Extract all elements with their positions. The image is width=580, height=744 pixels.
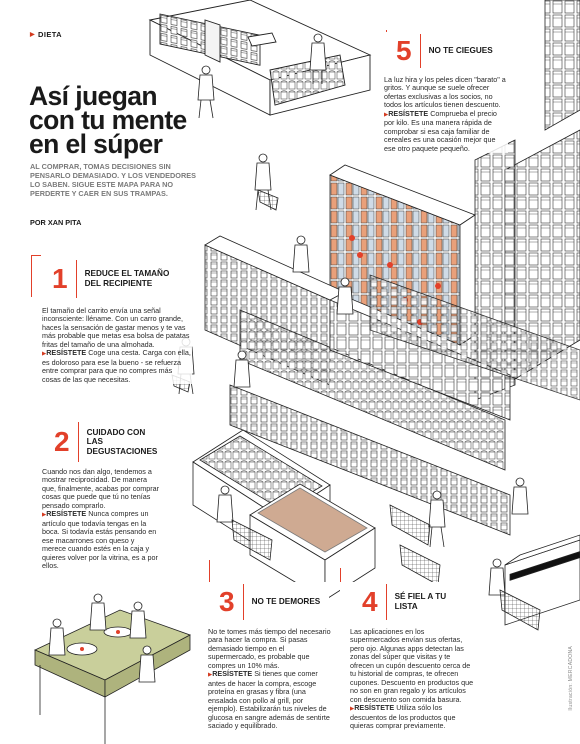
tip-4-resist-label: RESÍSTETE [354,703,395,713]
tip-1-resist-label: RESÍSTETE [46,348,87,358]
tip-2-body: Cuando nos dan algo, tendemos a mostrar … [42,467,160,510]
tip-3-resist: Si tienes que comer antes de hacer la co… [208,669,330,730]
tip-2-resist-label: RESÍSTETE [46,509,87,519]
tip-2-number: 2 [54,426,70,457]
tip-1-resist: Coge una cesta. Carga con ella, es dolor… [42,348,191,384]
aisle-shelves [204,235,580,536]
tip-1-number: 1 [52,263,68,294]
arrow-icon: ▶ [350,706,355,713]
tip-3-number: 3 [219,586,235,617]
arrow-icon: ▶ [42,351,47,358]
byline: POR XAN PITA [30,218,82,227]
tip-3-text: No te tomes más tiempo del necesario par… [208,627,333,731]
tip-1-title: REDUCE EL TAMAÑO DEL RECIPIENTE [84,269,170,288]
arrow-icon: ▶ [42,512,47,519]
deck: AL COMPRAR, TOMAS DECISIONES SIN PENSARL… [30,162,196,198]
tip-2-resist: Nunca compres un artículo que todavía te… [42,509,158,570]
tip-4-body: Las aplicaciones en los supermercados en… [350,627,474,704]
connector-line [31,255,41,256]
connector-line [31,255,32,297]
triangle-icon: ▶ [30,32,36,38]
tip-3-title: NO TE DEMORES [251,597,321,607]
tip-5-body: La luz hira y los peles dicen "barato" a… [384,75,506,110]
tip-1-text: El tamaño del carrito envía una señal in… [42,306,192,385]
section-tag: ▶ DIETA [30,30,62,39]
tip-4-resist: Utiliza sólo los descuentos de los produ… [350,703,456,730]
tip-5-number: 5 [396,35,412,66]
tip-2-text: Cuando nos dan algo, tendemos a mostrar … [42,467,160,571]
tip-4-number: 4 [362,586,378,617]
illustration-credit: Ilustración: MERCADONA [568,646,574,711]
worker-figure [309,33,327,84]
tip-2-title: CUIDADO CON LAS DEGUSTACIONES [86,427,158,456]
tip-1-header: 1 REDUCE EL TAMAÑO DEL RECIPIENTE [40,258,178,300]
tip-5-resist-label: RESÍSTETE [388,108,429,118]
arrow-icon: ▶ [208,672,213,679]
connector-line [209,560,210,600]
tip-5-text: La luz hira y los peles dicen "barato" a… [384,75,508,154]
tip-2-header: 2 CUIDADO CON LAS DEGUSTACIONES [44,420,166,464]
tip-3-body: No te tomes más tiempo del necesario par… [208,627,331,670]
headline: Así juegan con tu mente en el súper [29,81,187,159]
tip-4-text: Las aplicaciones en los supermercados en… [350,627,475,731]
tip-1-body: El tamaño del carrito envía una señal in… [42,306,190,349]
shopper-figure [197,65,215,119]
tip-3-resist-label: RESÍSTETE [212,669,253,679]
tip-5-title: NO TE CIEGUES [428,46,493,56]
section-tag-label: DIETA [38,30,62,39]
tip-3-header: 3 NO TE DEMORES [209,582,329,622]
tip-4-title: SÉ FIEL A TU LISTA [394,592,447,611]
tip-5-header: 5 NO TE CIEGUES [386,32,504,70]
tip-5-resist: Comprueba el precio por kilo. Es una man… [384,108,497,153]
produce-tables [192,429,376,601]
arrow-icon: ▶ [384,111,389,118]
tip-4-header: 4 SÉ FIEL A TU LISTA [340,582,470,622]
